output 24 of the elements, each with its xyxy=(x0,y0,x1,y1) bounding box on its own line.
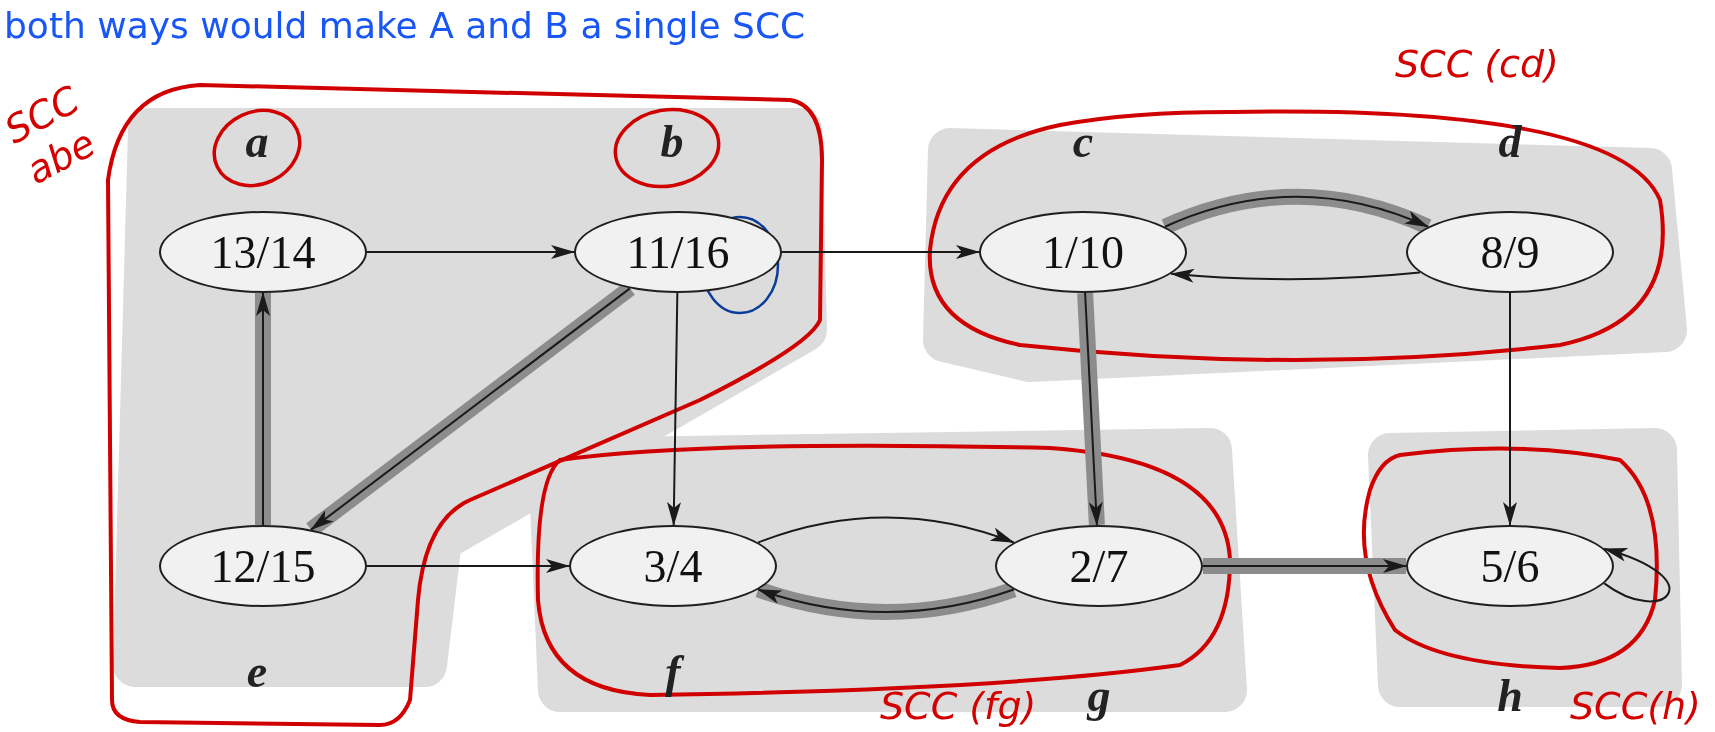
handwritten-note: SCC (cd) xyxy=(1395,42,1559,88)
arrow xyxy=(667,292,681,526)
arrow xyxy=(755,581,1017,620)
heading-text: both ways would make A and B a single SCC xyxy=(4,4,806,48)
handwritten-note: SCC abe xyxy=(0,76,104,194)
handwritten-note: SCC (fg) xyxy=(880,684,1037,730)
arrow xyxy=(757,516,1015,544)
arrow xyxy=(255,292,271,526)
vertex-name: b xyxy=(660,119,684,165)
vertex-name: c xyxy=(1072,119,1094,165)
vertex-name: g xyxy=(1087,673,1111,719)
arrow xyxy=(1170,268,1421,283)
vertex-name: h xyxy=(1497,673,1523,719)
arrow xyxy=(1603,547,1671,603)
arrow xyxy=(781,245,980,259)
vertex-name: a xyxy=(245,119,269,165)
handwritten-note: SCC(h) xyxy=(1570,684,1701,730)
vertex-name: e xyxy=(246,649,268,695)
arrow xyxy=(1503,292,1517,526)
arrow xyxy=(1077,292,1105,526)
arrow xyxy=(366,245,575,259)
vertex-name: d xyxy=(1498,119,1522,165)
arrow xyxy=(1202,558,1407,574)
arrow xyxy=(366,559,570,573)
